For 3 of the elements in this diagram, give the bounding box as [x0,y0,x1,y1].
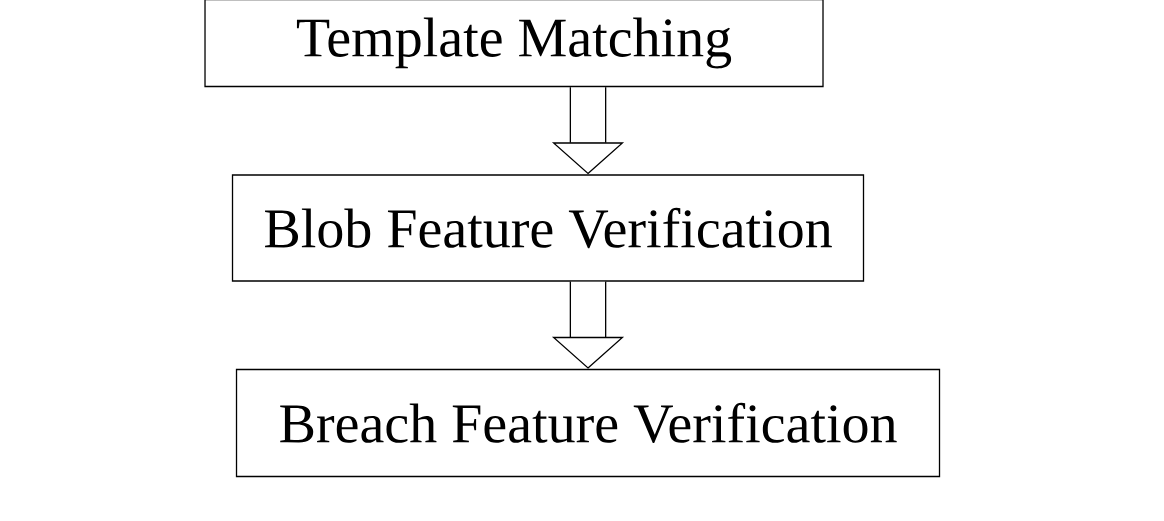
process-box: Template Matching [204,0,824,88]
process-box: Blob Feature Verification [231,174,865,282]
process-box: Breach Feature Verification [235,368,941,478]
